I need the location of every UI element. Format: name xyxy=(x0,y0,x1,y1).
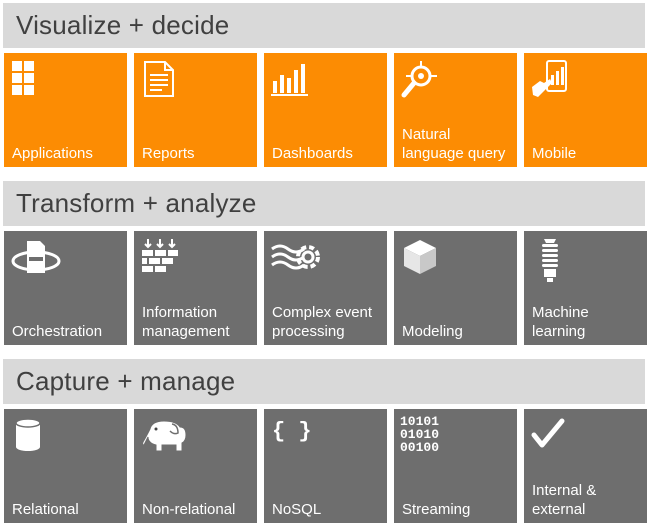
tile-nosql: { } NoSQL xyxy=(264,409,387,523)
tile-label: Complex event processing xyxy=(272,304,373,340)
tile-label: Orchestration xyxy=(12,323,103,340)
section-header-visualize: Visualize + decide xyxy=(3,3,645,48)
tile-label: Relational xyxy=(12,501,79,518)
tile-streaming: 10101 01010 00100 Streaming xyxy=(394,409,517,523)
light-bulb-icon xyxy=(530,237,570,282)
tile-modeling: Modeling xyxy=(394,231,517,345)
tile-machine-learning: Machine learning xyxy=(524,231,647,345)
tile-label: Information management xyxy=(142,304,230,340)
tablet-touch-icon xyxy=(530,59,570,99)
grid-icon xyxy=(10,59,50,99)
tile-label: Mobile xyxy=(532,145,577,162)
tile-label: Modeling xyxy=(402,323,463,340)
tile-row-capture: Relational Non-relational { } NoSQL 1010… xyxy=(4,409,647,523)
section-header-capture: Capture + manage xyxy=(3,359,645,404)
section-title: Capture + manage xyxy=(16,366,236,396)
tile-row-visualize: Applications Reports Das xyxy=(4,53,647,167)
tile-label: Natural language query xyxy=(402,126,506,162)
tile-non-relational: Non-relational xyxy=(134,409,257,523)
crosshair-magnifier-icon xyxy=(400,59,440,99)
section-title: Visualize + decide xyxy=(16,10,230,40)
cube-icon xyxy=(400,237,440,277)
binary-line: 01010 xyxy=(400,427,440,442)
tile-orchestration: Orchestration xyxy=(4,231,127,345)
tile-label: Dashboards xyxy=(272,145,353,162)
orbit-document-icon xyxy=(10,237,66,277)
binary-line: 00100 xyxy=(400,440,440,455)
tile-label: Non-relational xyxy=(142,501,236,518)
bar-chart-icon xyxy=(270,59,310,99)
tile-dashboards: Dashboards xyxy=(264,53,387,167)
tile-label: NoSQL xyxy=(272,501,322,518)
tile-complex-event-processing: Complex event processing xyxy=(264,231,387,345)
tile-label: Streaming xyxy=(402,501,471,518)
elephant-icon xyxy=(140,415,192,455)
gear-waves-icon xyxy=(270,237,322,277)
brick-wall-arrows-icon xyxy=(140,237,180,277)
tile-label: Internal & external xyxy=(532,482,597,518)
tile-row-transform: Orchestration Information management xyxy=(4,231,647,345)
tile-natural-language-query: Natural language query xyxy=(394,53,517,167)
section-title: Transform + analyze xyxy=(16,188,257,218)
curly-braces-icon: { } xyxy=(272,419,312,444)
binary-line: 10101 xyxy=(400,414,440,429)
tile-relational: Relational xyxy=(4,409,127,523)
database-cylinder-icon xyxy=(10,415,50,455)
checkmark-icon xyxy=(530,415,570,455)
tile-reports: Reports xyxy=(134,53,257,167)
binary-digits-icon: 10101 01010 00100 xyxy=(400,415,470,465)
tile-label: Reports xyxy=(142,145,195,162)
tile-internal-external: Internal & external xyxy=(524,409,647,523)
section-header-transform: Transform + analyze xyxy=(3,181,645,226)
tile-label: Machine learning xyxy=(532,304,589,340)
tile-mobile: Mobile xyxy=(524,53,647,167)
tile-information-management: Information management xyxy=(134,231,257,345)
document-icon xyxy=(140,59,180,99)
tile-applications: Applications xyxy=(4,53,127,167)
tile-label: Applications xyxy=(12,145,93,162)
